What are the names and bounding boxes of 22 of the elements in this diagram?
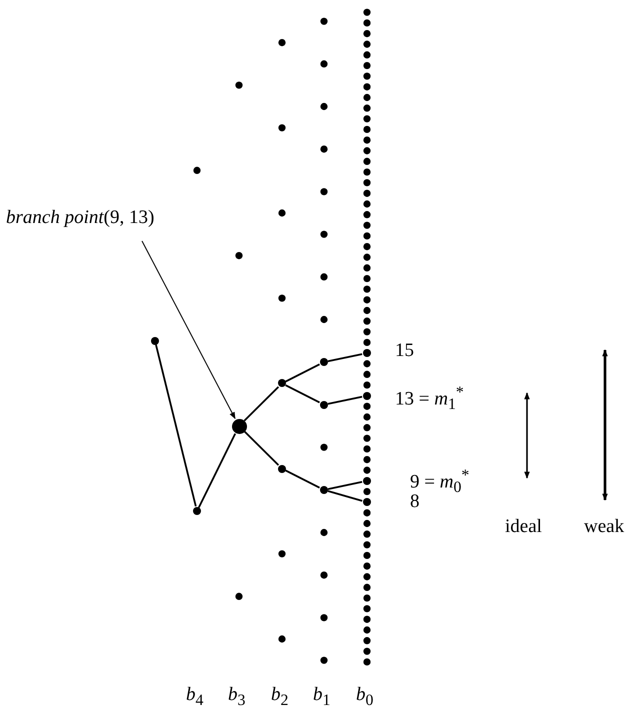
column-label: b$_{4}$ <box>186 685 204 710</box>
value-label: 8 <box>410 492 420 514</box>
tree-line <box>328 490 362 502</box>
tree-line <box>155 344 197 507</box>
leader-arrow <box>142 240 236 420</box>
value-label: 15 <box>395 341 414 362</box>
tree-line <box>285 470 320 488</box>
column-label: b$_{0}$ <box>356 685 374 710</box>
column-label: b$_{2}$ <box>271 685 288 710</box>
tree-line <box>198 433 236 508</box>
tree-line <box>328 396 362 405</box>
arrow-caption: ideal <box>505 517 542 538</box>
tree-line <box>244 430 280 466</box>
tree-line <box>328 353 362 362</box>
tree-line <box>285 384 320 404</box>
column-label: b$_{3}$ <box>228 685 246 710</box>
annotation-text: branch point(9, 13) <box>6 207 154 229</box>
tree-line <box>244 386 280 422</box>
tree-line <box>328 481 362 490</box>
tree-line <box>285 364 320 382</box>
arrow-caption: weak <box>584 517 624 538</box>
column-label: b$_{1}$ <box>313 685 330 710</box>
